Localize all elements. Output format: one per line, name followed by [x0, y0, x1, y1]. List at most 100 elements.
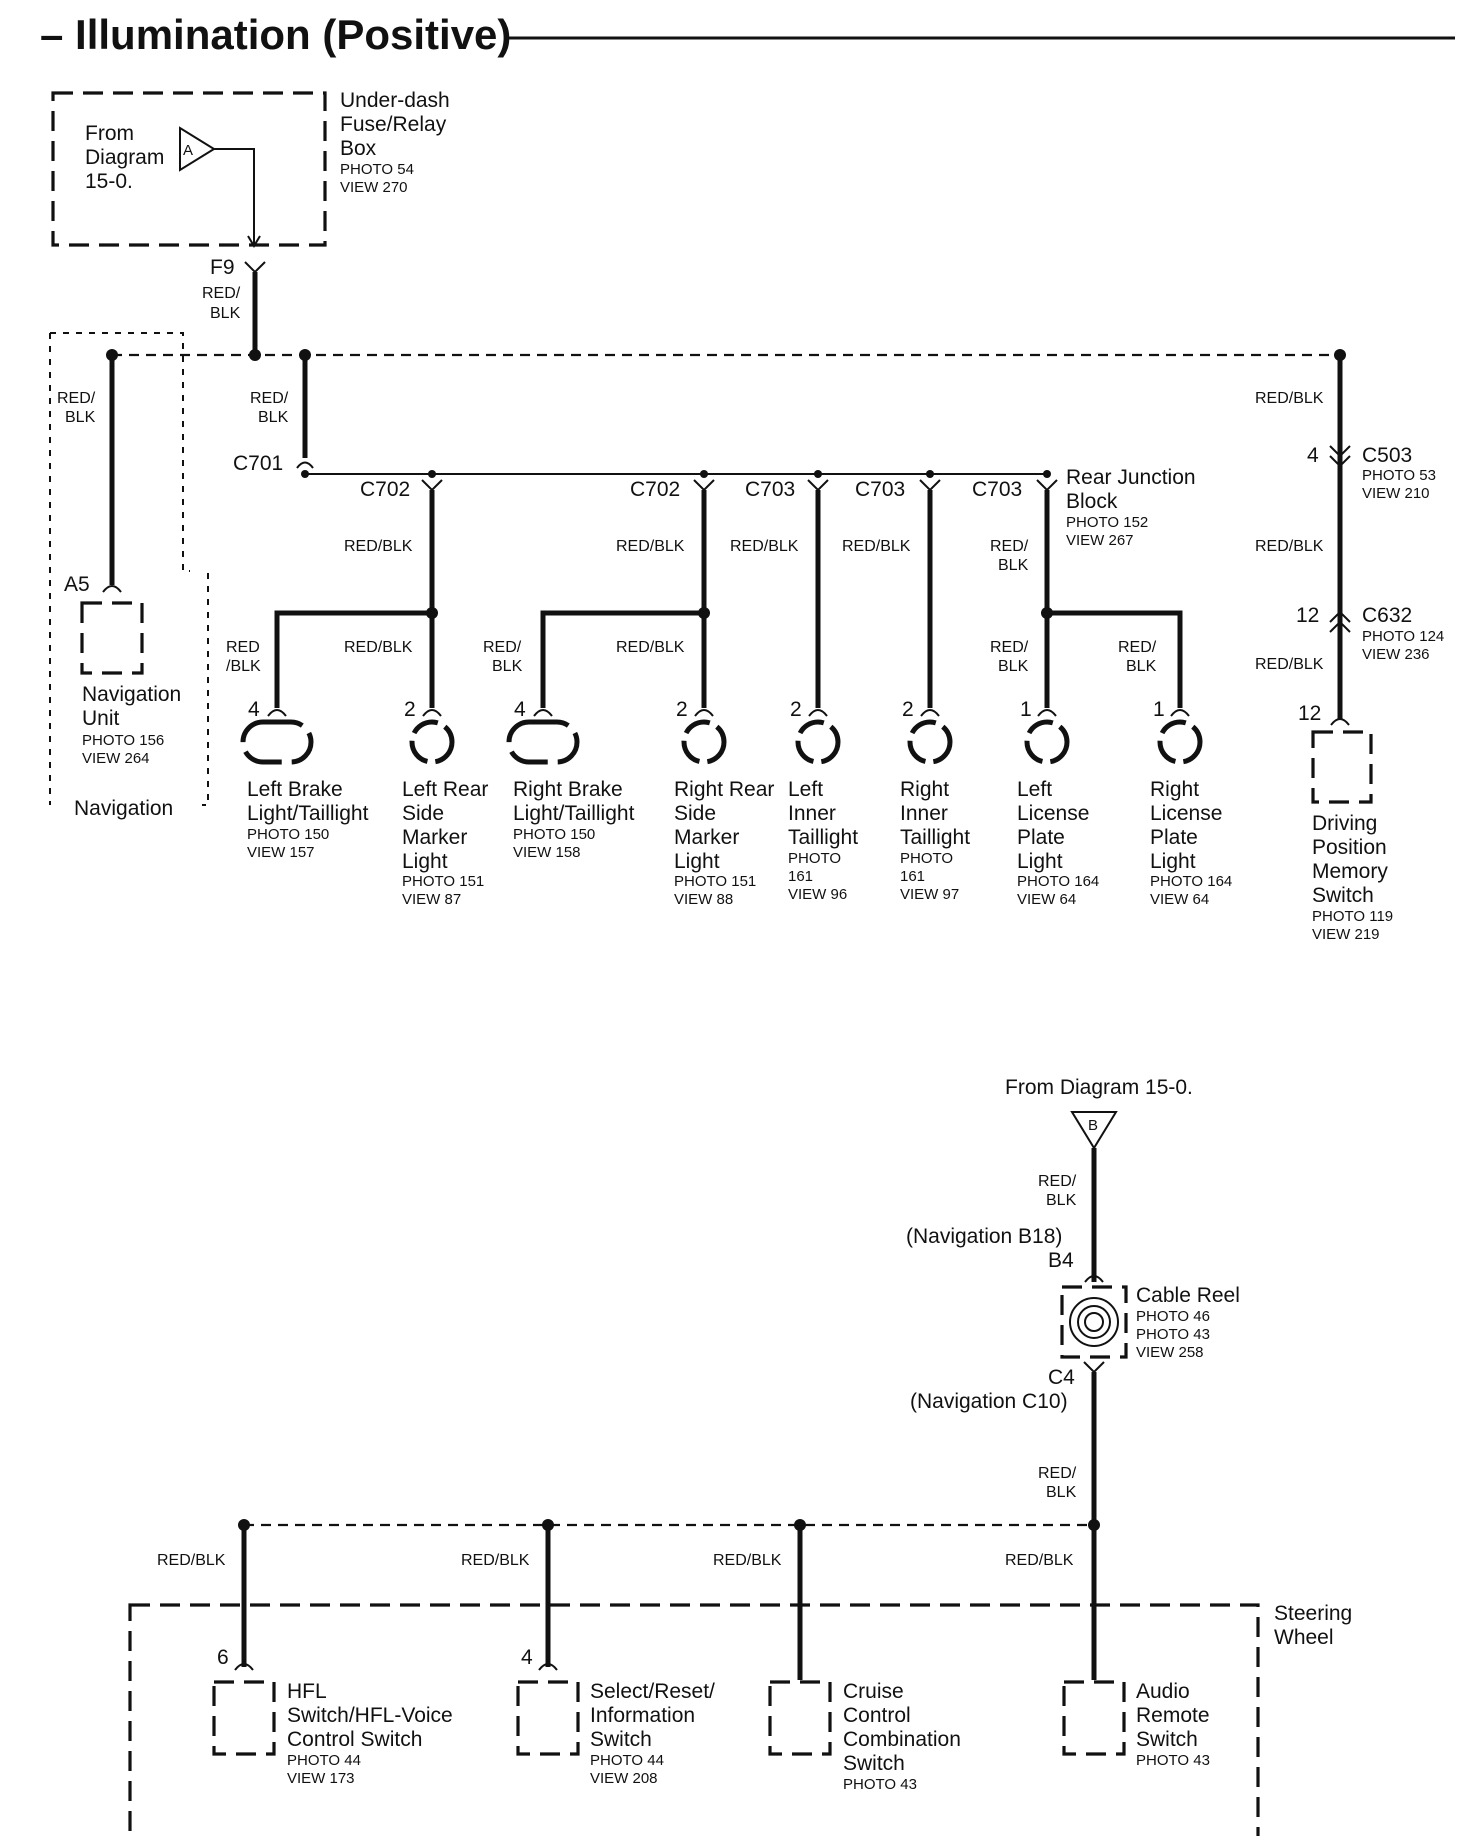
- switch-audio-name-1: Audio: [1136, 1680, 1190, 1703]
- junction-dot-4: [926, 470, 934, 478]
- wl-c4-red: RED/: [1038, 1465, 1077, 1482]
- lamp-connector-icon: [694, 709, 714, 717]
- wl-right-2: RED/BLK: [1255, 538, 1324, 555]
- lamp-view: VIEW 157: [247, 844, 315, 861]
- lamp-name-2: Side: [402, 802, 444, 825]
- cable-reel-label: Cable Reel: [1136, 1284, 1240, 1307]
- wl-c4-blk: BLK: [1046, 1484, 1077, 1501]
- lamp-pin: 4: [514, 698, 526, 721]
- bulb-icon: [240, 719, 314, 765]
- c632-photo: PHOTO 124: [1362, 628, 1444, 645]
- switch-select-name-2: Information: [590, 1704, 695, 1727]
- c503-view: VIEW 210: [1362, 485, 1430, 502]
- wl-nav-blk: BLK: [65, 409, 96, 426]
- lamp-connector-icon: [808, 709, 828, 717]
- c632-connector-icon: [1329, 610, 1351, 633]
- wire-right-license: [1047, 610, 1183, 708]
- wl-c701-blk: BLK: [258, 409, 289, 426]
- wl-switch-hfl: RED/BLK: [157, 1552, 226, 1569]
- lamp-right-license-plate: 1 Right License Plate Light PHOTO 164 VI…: [1150, 698, 1232, 908]
- lamp-name-3: Plate: [1150, 826, 1198, 849]
- switch-hfl-box: [212, 1680, 276, 1756]
- nav-connector-icon: [102, 585, 122, 593]
- cable-reel-box: [1060, 1285, 1128, 1359]
- fuse-view: VIEW 270: [340, 179, 408, 196]
- memory-switch-box: [1311, 730, 1373, 804]
- switch-audio-name-2: Remote: [1136, 1704, 1210, 1727]
- bulb-icon: [409, 719, 455, 765]
- lamp-photo: PHOTO 151: [402, 873, 484, 890]
- lamp-name-4: Light: [1017, 850, 1063, 873]
- wl-c703-a: RED/BLK: [730, 538, 799, 555]
- lower-from: From Diagram 15-0.: [1005, 1076, 1193, 1099]
- nav-b18: (Navigation B18): [906, 1225, 1062, 1248]
- lamp-view: VIEW 97: [900, 886, 959, 903]
- nav-photo: PHOTO 156: [82, 732, 164, 749]
- c703-c-connector-icon: [1036, 479, 1058, 492]
- nav-pin-a5: A5: [64, 573, 90, 596]
- lamp-pin: 2: [790, 698, 802, 721]
- memory-pin: 12: [1298, 702, 1321, 725]
- c701-label: C701: [233, 452, 283, 475]
- wire-right-brake: [540, 610, 704, 708]
- wl-right-license-blk: BLK: [1126, 658, 1157, 675]
- lamp-view: VIEW 64: [1150, 891, 1209, 908]
- wl-left-license-blk: BLK: [998, 658, 1029, 675]
- switch-cruise-box: [768, 1680, 832, 1756]
- fuse-arrow-icon: [247, 235, 261, 248]
- fuse-name-1: Under-dash: [340, 89, 450, 112]
- fuse-name-3: Box: [340, 137, 377, 160]
- lamp-left-license-plate: 1 Left License Plate Light PHOTO 164 VIE…: [1017, 698, 1099, 908]
- lamp-right-inner-taillight: 2 Right Inner Taillight PHOTO 161 VIEW 9…: [900, 698, 970, 903]
- c702-right-label: C702: [630, 478, 680, 501]
- bulb-icon: [1157, 719, 1203, 765]
- fuse-from-2: Diagram: [85, 146, 164, 169]
- c4-connector-icon: [1083, 1361, 1105, 1374]
- tag-b-label: B: [1088, 1117, 1098, 1134]
- lamp-name-1: Right: [900, 778, 949, 801]
- wl-c703-c-red: RED/: [990, 538, 1029, 555]
- switch-hfl-view: VIEW 173: [287, 1770, 355, 1787]
- steering-name-2: Wheel: [1274, 1626, 1334, 1649]
- lamp-pin: 1: [1153, 698, 1165, 721]
- wl-switch-audio: RED/BLK: [1005, 1552, 1074, 1569]
- lamp-connector-icon: [422, 709, 442, 717]
- steering-name-1: Steering: [1274, 1602, 1352, 1625]
- f9-connector-icon: [244, 261, 266, 274]
- c632-view: VIEW 236: [1362, 646, 1430, 663]
- lamp-name-2: Side: [674, 802, 716, 825]
- switch-audio-box: [1062, 1680, 1126, 1756]
- tag-a-label: A: [183, 142, 193, 159]
- lamp-view: VIEW 96: [788, 886, 847, 903]
- lamp-photo: PHOTO: [788, 850, 841, 867]
- switch-cruise-name-2: Control: [843, 1704, 911, 1727]
- lamp-photo: PHOTO 150: [513, 826, 595, 843]
- switch-cruise-name-4: Switch: [843, 1752, 905, 1775]
- c702-left-label: C702: [360, 478, 410, 501]
- cable-reel-photo-1: PHOTO 46: [1136, 1308, 1210, 1325]
- switch-hfl-name-3: Control Switch: [287, 1728, 422, 1751]
- lamp-name-3: Plate: [1017, 826, 1065, 849]
- lamp-name-4: Light: [402, 850, 448, 873]
- junction-dot-1: [428, 470, 436, 478]
- b4-label: B4: [1048, 1249, 1074, 1272]
- switch-hfl-pin: 6: [217, 1646, 229, 1669]
- memory-connector-icon: [1330, 718, 1350, 726]
- switch-select-photo: PHOTO 44: [590, 1752, 664, 1769]
- fuse-photo: PHOTO 54: [340, 161, 414, 178]
- wire-left-brake: [274, 610, 432, 708]
- c632-label: C632: [1362, 604, 1412, 627]
- lamp-photo: PHOTO 164: [1017, 873, 1099, 890]
- switch-select-view: VIEW 208: [590, 1770, 658, 1787]
- c4-label: C4: [1048, 1366, 1075, 1389]
- c503-connector-icon: [1329, 445, 1351, 468]
- cable-reel-view: VIEW 258: [1136, 1344, 1204, 1361]
- cable-reel-coil-core-icon: [1084, 1312, 1104, 1332]
- wl-right-marker: RED/BLK: [616, 639, 685, 656]
- junction-dot-2: [700, 470, 708, 478]
- bulb-icon: [506, 719, 580, 765]
- bulb-icon: [1024, 719, 1070, 765]
- memory-name-3: Memory: [1312, 860, 1388, 883]
- switch-select-name-3: Switch: [590, 1728, 652, 1751]
